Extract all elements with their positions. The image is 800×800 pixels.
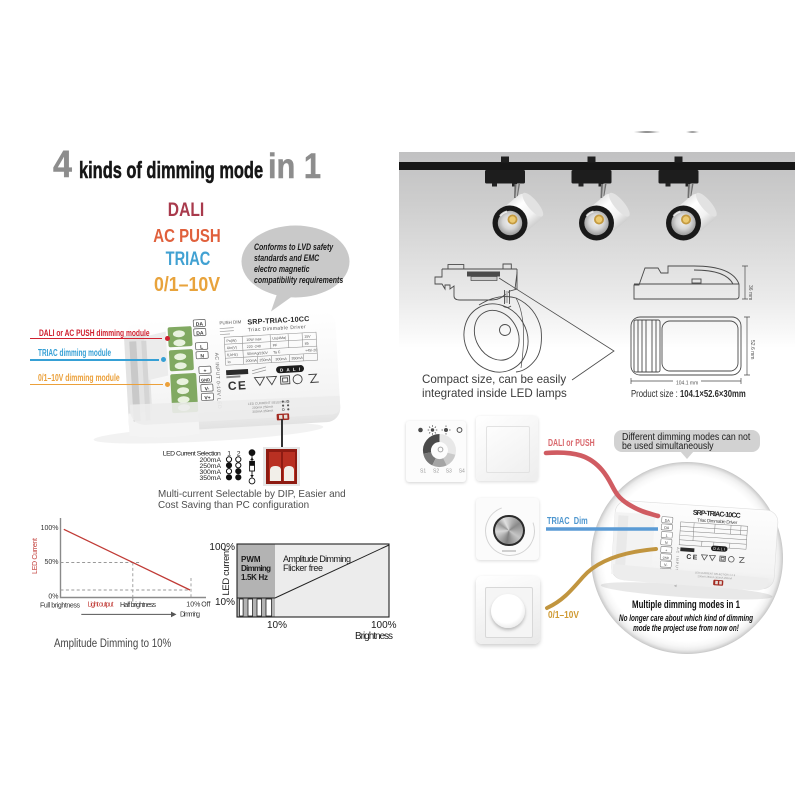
svg-text:Light output: Light output — [88, 601, 114, 608]
svg-text:200mA 250mA 300mA 350mA: 200mA 250mA 300mA 350mA — [697, 574, 732, 580]
svg-text:L: L — [666, 534, 668, 538]
svg-text:S2: S2 — [433, 469, 439, 475]
svg-text:PF: PF — [273, 343, 279, 347]
svg-text:104.1 mm: 104.1 mm — [676, 381, 698, 387]
svg-text:Uin(V): Uin(V) — [227, 346, 237, 351]
svg-text:SRP-TRIAC-10CC: SRP-TRIAC-10CC — [247, 314, 309, 326]
svg-text:10%: 10% — [215, 597, 235, 608]
svg-text:250mA: 250mA — [199, 463, 221, 470]
svg-text:10%: 10% — [186, 601, 200, 608]
svg-text:200mA: 200mA — [245, 358, 257, 363]
svg-text:LED Current: LED Current — [32, 538, 39, 574]
svg-text:PWM: PWM — [241, 555, 261, 564]
svg-text:GND: GND — [201, 377, 210, 382]
svg-text:DA: DA — [665, 519, 671, 523]
svg-text:Half brightness: Half brightness — [120, 602, 157, 609]
svg-text:V+: V+ — [204, 395, 211, 401]
svg-text:10W max: 10W max — [246, 337, 262, 342]
svg-text:1.5K Hz: 1.5K Hz — [241, 573, 268, 582]
svg-text:V-: V- — [664, 563, 668, 567]
svg-text:52.6 mm: 52.6 mm — [749, 340, 755, 359]
svg-text:N: N — [665, 541, 668, 545]
svg-text:Dimming: Dimming — [241, 564, 271, 573]
svg-text:Off: Off — [201, 602, 210, 609]
svg-text:+45/-20: +45/-20 — [305, 348, 318, 353]
svg-text:DA: DA — [196, 330, 204, 336]
svg-text:LED CURRENT SELECTION: LED CURRENT SELECTION — [248, 400, 290, 406]
svg-text:CE: CE — [228, 378, 247, 393]
svg-text:300mA: 300mA — [275, 357, 287, 362]
svg-text:Po(W): Po(W) — [226, 339, 236, 344]
svg-text:50mAg/230V: 50mAg/230V — [247, 351, 269, 356]
svg-text:D A L I: D A L I — [713, 547, 725, 552]
svg-text:Flicker free: Flicker free — [283, 563, 323, 573]
svg-text:50%: 50% — [44, 559, 58, 566]
svg-text:AC INPUT 0-10V: AC INPUT 0-10V — [673, 547, 680, 588]
svg-text:100%: 100% — [371, 620, 397, 631]
svg-text:300mA: 300mA — [199, 469, 221, 476]
svg-text:SRP-TRIAC-10CC: SRP-TRIAC-10CC — [693, 510, 741, 520]
svg-text:2: 2 — [237, 451, 241, 458]
svg-text:S1: S1 — [420, 469, 426, 475]
svg-text:DA: DA — [196, 321, 204, 327]
svg-text:350mA: 350mA — [291, 356, 303, 361]
svg-text:V-: V- — [205, 386, 210, 392]
svg-text:+: + — [665, 548, 667, 552]
svg-text:220 -240: 220 -240 — [247, 344, 261, 349]
svg-text:250mA: 250mA — [259, 358, 271, 363]
svg-text:D A L I: D A L I — [280, 367, 300, 373]
svg-text:Triac Dimmable Driver: Triac Dimmable Driver — [248, 324, 307, 333]
svg-text:200mA: 200mA — [199, 457, 221, 464]
svg-text:L: L — [200, 344, 203, 350]
svg-text:1: 1 — [227, 451, 231, 458]
svg-text:S4: S4 — [459, 469, 465, 475]
svg-text:100%: 100% — [210, 542, 235, 553]
svg-text:AC INPUT 0-10V LED: AC INPUT 0-10V LED — [213, 353, 222, 410]
svg-text:LED Current Selection: LED Current Selection — [163, 451, 221, 458]
svg-text:GND: GND — [663, 556, 669, 560]
svg-text:0%: 0% — [48, 594, 58, 601]
svg-text:Dimming: Dimming — [180, 611, 200, 618]
svg-text:85: 85 — [305, 342, 309, 346]
svg-text:CE: CE — [686, 554, 698, 562]
svg-text:LED CURRENT SELECTION 1 2 3: LED CURRENT SELECTION 1 2 3 — [695, 570, 736, 577]
svg-text:f(,kHz): f(,kHz) — [227, 353, 238, 358]
svg-text:300mA 350mA: 300mA 350mA — [252, 409, 274, 414]
svg-text:S3: S3 — [446, 469, 452, 475]
svg-text:Brightness: Brightness — [355, 631, 393, 642]
svg-text:Full brightness: Full brightness — [40, 603, 81, 610]
svg-text:Uo(4Ma): Uo(4Ma) — [272, 336, 286, 341]
svg-text:36 mm: 36 mm — [747, 285, 753, 300]
svg-text:Io: Io — [227, 360, 230, 364]
svg-text:15V: 15V — [304, 334, 311, 338]
svg-text:DA: DA — [664, 526, 670, 530]
svg-text:200mA 250mA: 200mA 250mA — [252, 405, 274, 410]
svg-text:10%: 10% — [267, 620, 287, 631]
svg-text:Triac Dimmable Driver: Triac Dimmable Driver — [697, 517, 738, 525]
svg-text:+: + — [203, 368, 206, 374]
svg-text:Ta C: Ta C — [273, 350, 281, 354]
svg-text:350mA: 350mA — [199, 475, 221, 482]
svg-text:N: N — [200, 353, 204, 359]
svg-text:Amplitude Dimming: Amplitude Dimming — [283, 554, 351, 564]
svg-text:PUSH DIM: PUSH DIM — [219, 319, 241, 325]
svg-text:LED current: LED current — [221, 548, 232, 595]
svg-text:100%: 100% — [41, 525, 59, 532]
